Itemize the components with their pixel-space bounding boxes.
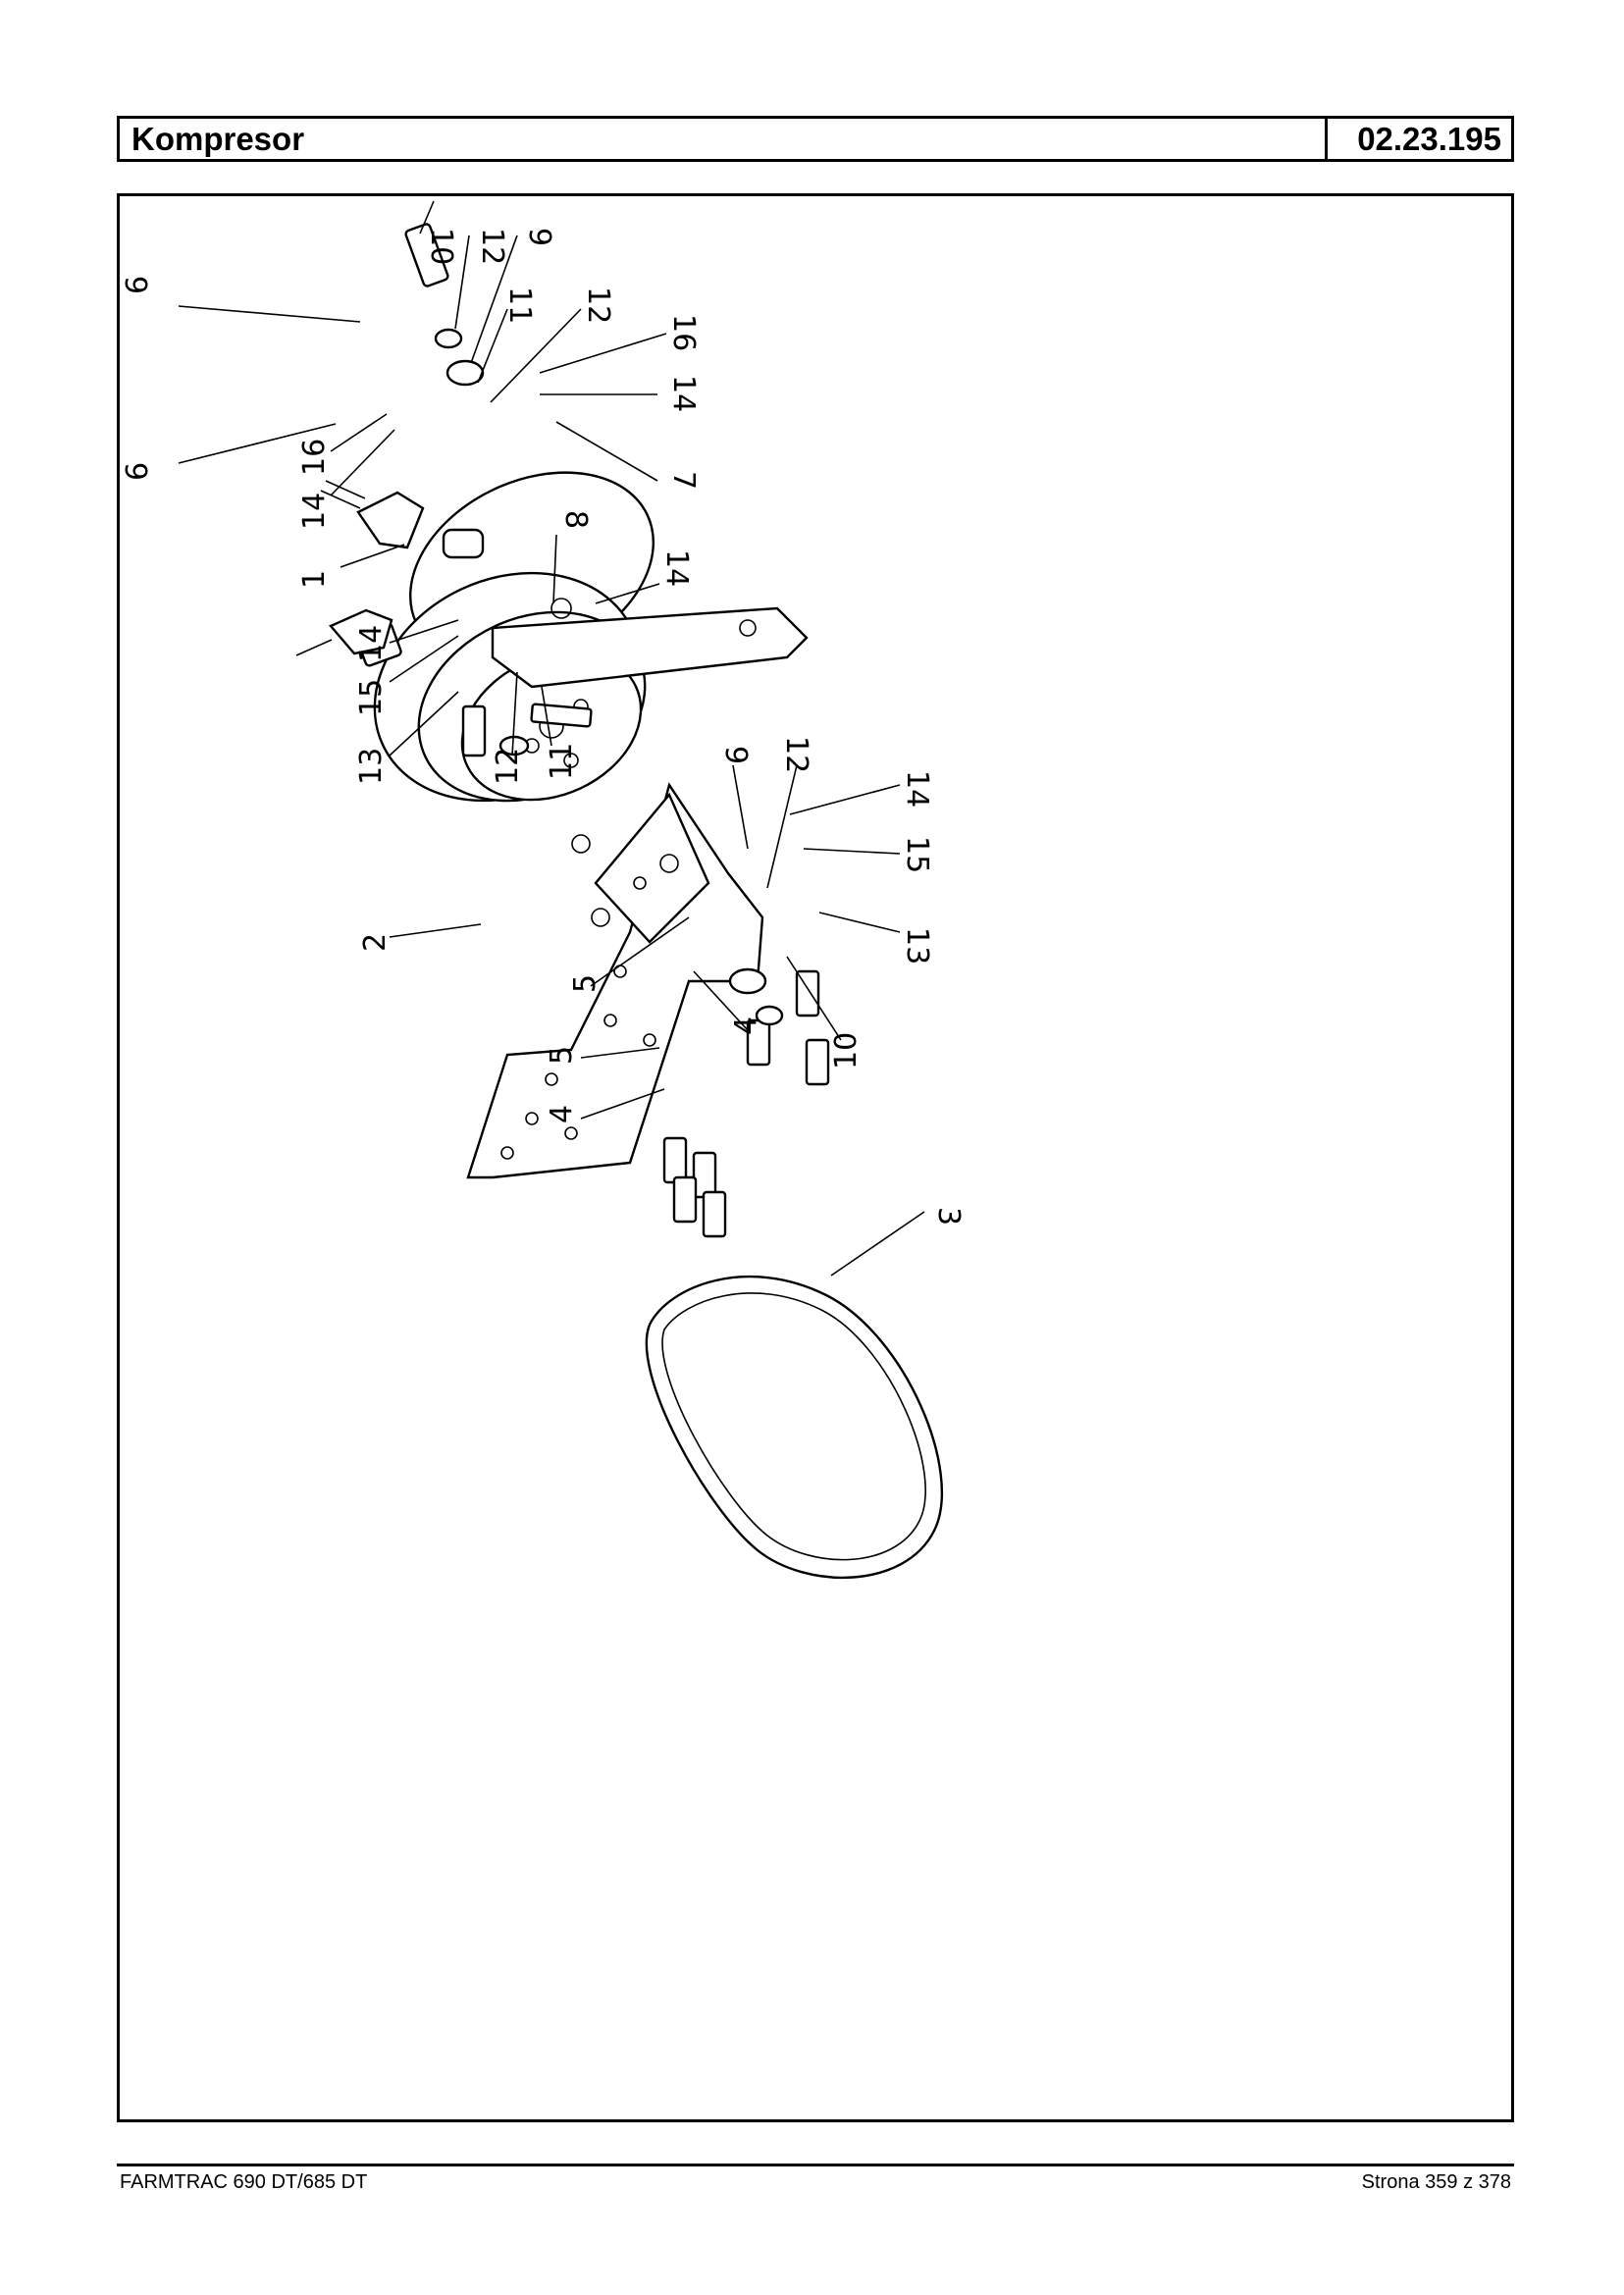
belt-drawing (645, 1275, 944, 1580)
part-group-code: 02.23.195 (1325, 119, 1511, 159)
callout-9: 9 (522, 228, 556, 246)
footer-page-number: Strona 359 z 378 (1361, 2171, 1511, 2193)
callout-7: 7 (666, 471, 701, 490)
callout-10: 10 (829, 1032, 864, 1069)
callout-5: 5 (545, 1046, 579, 1065)
callout-14: 14 (354, 625, 389, 662)
bracket-drawing (466, 782, 764, 1179)
callout-6: 6 (121, 462, 155, 481)
footer-divider (117, 2164, 1514, 2166)
callout-13: 13 (900, 927, 934, 965)
callout-3: 3 (931, 1207, 966, 1226)
callout-numbers: 10 12 9 6 6 11 12 16 14 7 16 14 1 8 14 1… (121, 228, 966, 1226)
callout-12: 12 (581, 287, 615, 324)
callout-5: 5 (568, 974, 602, 993)
callout-4: 4 (545, 1105, 579, 1123)
callout-1: 1 (297, 570, 332, 589)
callout-8: 8 (558, 510, 593, 529)
callout-16: 16 (666, 314, 701, 351)
page-header: Kompresor 02.23.195 (117, 116, 1514, 162)
callout-15: 15 (900, 836, 934, 873)
bolt-drawings (404, 223, 830, 1238)
callout-11: 11 (502, 287, 537, 324)
callout-14: 14 (900, 770, 934, 808)
callout-16: 16 (297, 439, 332, 476)
leader-lines (178, 200, 925, 1277)
callout-14: 14 (297, 493, 332, 530)
callout-15: 15 (354, 679, 389, 716)
callout-4: 4 (729, 1017, 763, 1035)
fitting-drawings (295, 480, 425, 656)
footer-model: FARMTRAC 690 DT/685 DT (120, 2171, 368, 2193)
callout-14: 14 (666, 375, 701, 412)
callout-13: 13 (354, 748, 389, 785)
callout-6: 6 (121, 276, 155, 294)
callout-11: 11 (545, 743, 579, 780)
callout-9: 9 (718, 746, 753, 764)
callout-10: 10 (424, 228, 458, 265)
callout-14: 14 (659, 549, 694, 587)
callout-2: 2 (358, 933, 393, 952)
mounting-plate-drawing (491, 598, 809, 689)
exploded-parts-diagram: 10 12 9 6 6 11 12 16 14 7 16 14 1 8 14 1… (117, 193, 1514, 2122)
callout-12: 12 (779, 736, 813, 773)
callout-12: 12 (491, 748, 525, 785)
page-title: Kompresor (131, 121, 305, 157)
callout-12: 12 (475, 228, 509, 265)
